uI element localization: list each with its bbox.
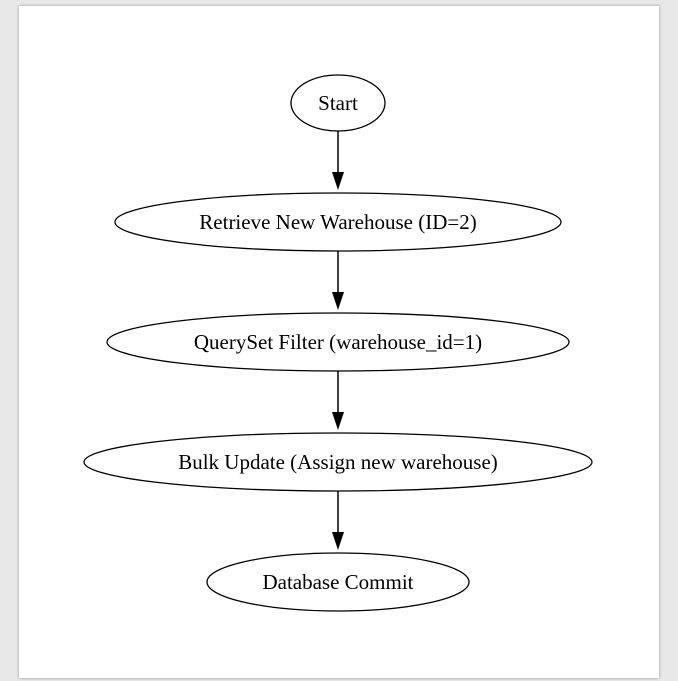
node-retrieve-label: Retrieve New Warehouse (ID=2) (199, 210, 476, 234)
node-start-label: Start (318, 91, 358, 115)
edge-retrieve-filter (332, 251, 344, 310)
node-bulk-update: Bulk Update (Assign new warehouse) (83, 432, 593, 492)
node-bulk-label: Bulk Update (Assign new warehouse) (178, 450, 498, 474)
node-start: Start (290, 74, 386, 132)
node-retrieve-new-warehouse: Retrieve New Warehouse (ID=2) (114, 192, 562, 252)
node-commit-label: Database Commit (262, 570, 413, 594)
edge-filter-bulk (332, 371, 344, 430)
edge-bulk-commit (332, 491, 344, 550)
node-database-commit: Database Commit (206, 552, 470, 612)
node-filter-label: QuerySet Filter (warehouse_id=1) (194, 330, 482, 354)
node-queryset-filter: QuerySet Filter (warehouse_id=1) (106, 312, 570, 372)
edge-start-retrieve (332, 131, 344, 190)
